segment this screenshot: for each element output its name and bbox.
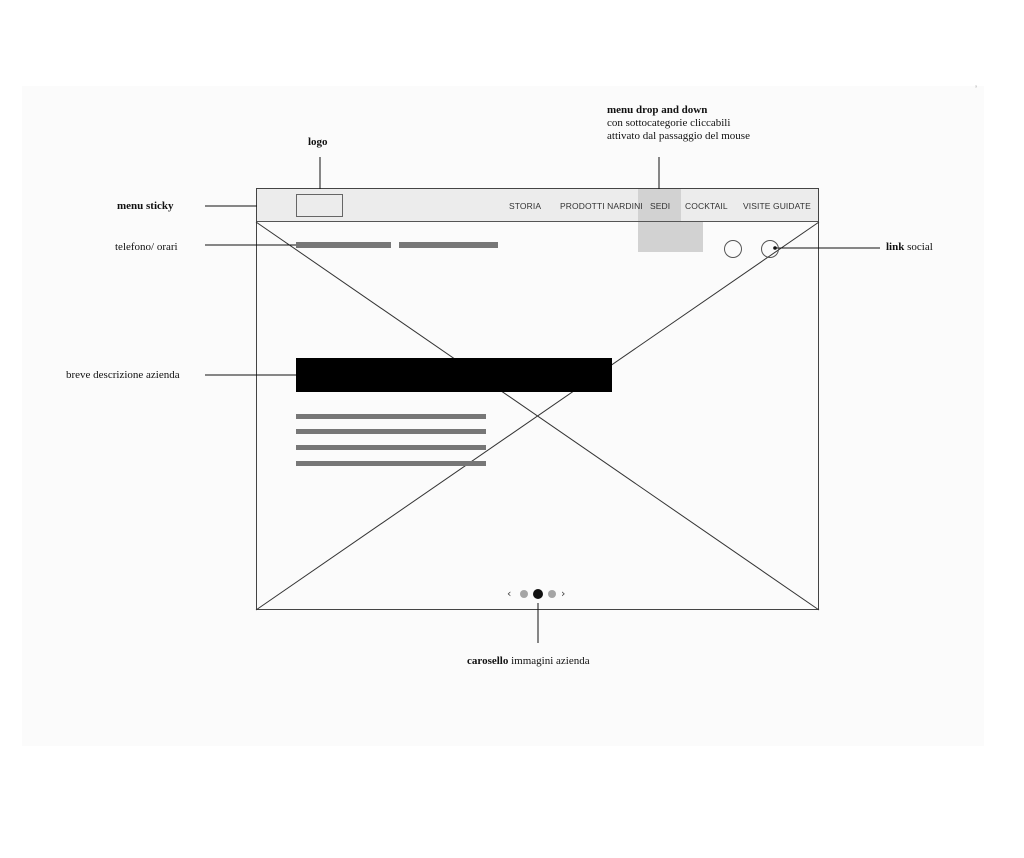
annotation-link-social: link social	[886, 241, 933, 254]
nav-item-prodotti-nardini[interactable]: PRODOTTI NARDINI	[560, 201, 643, 211]
annotation-logo-label: logo	[308, 136, 328, 148]
chevron-right-icon[interactable]: ›	[561, 587, 566, 600]
annotation-telefono: telefono/ orari	[115, 241, 178, 253]
carousel-dot-3[interactable]	[548, 590, 556, 598]
annotation-carosello: carosello immagini azienda	[467, 655, 590, 668]
text-line-placeholder-1	[296, 414, 486, 419]
annotation-menu-drop-line2: attivato dal passaggio del mouse	[607, 130, 750, 142]
page-mark: ’	[975, 84, 977, 94]
annotation-menu-sticky: menu sticky	[117, 200, 174, 213]
annotation-menu-drop-title: menu drop and down	[607, 104, 708, 116]
annotation-carosello-bold: carosello	[467, 655, 509, 667]
annotation-breve-descrizione: breve descrizione azienda	[66, 369, 180, 381]
annotation-menu-drop-line1: con sottocategorie cliccabili	[607, 117, 731, 129]
chevron-left-icon[interactable]: ‹	[507, 587, 512, 600]
nav-item-visite-guidate[interactable]: VISITE GUIDATE	[743, 201, 811, 211]
nav-item-highlight	[638, 189, 681, 221]
social-link-icon-1[interactable]	[724, 240, 742, 258]
annotation-menu-sticky-label: menu sticky	[117, 200, 174, 212]
annotation-carosello-rest: immagini azienda	[508, 655, 590, 667]
text-line-placeholder-4	[296, 461, 486, 466]
text-line-placeholder-2	[296, 429, 486, 434]
carousel-dot-2-active[interactable]	[533, 589, 543, 599]
logo-placeholder[interactable]	[296, 194, 343, 217]
annotation-link-social-rest: social	[904, 241, 933, 253]
text-line-placeholder-3	[296, 445, 486, 450]
annotation-logo: logo	[308, 136, 328, 149]
nav-item-storia[interactable]: STORIA	[509, 201, 542, 211]
placeholder-diagonal-2	[255, 221, 820, 611]
phone-placeholder-bar	[296, 242, 391, 248]
company-description-block	[296, 358, 612, 392]
annotation-menu-drop: menu drop and down con sottocategorie cl…	[607, 104, 750, 143]
carousel-dot-1[interactable]	[520, 590, 528, 598]
hours-placeholder-bar	[399, 242, 498, 248]
social-link-icon-2[interactable]	[761, 240, 779, 258]
nav-item-sedi[interactable]: SEDI	[650, 201, 671, 211]
sticky-navbar	[257, 189, 818, 222]
annotation-link-social-bold: link	[886, 241, 905, 253]
nav-item-cocktail[interactable]: COCKTAIL	[685, 201, 728, 211]
dropdown-menu-placeholder[interactable]	[638, 222, 703, 252]
